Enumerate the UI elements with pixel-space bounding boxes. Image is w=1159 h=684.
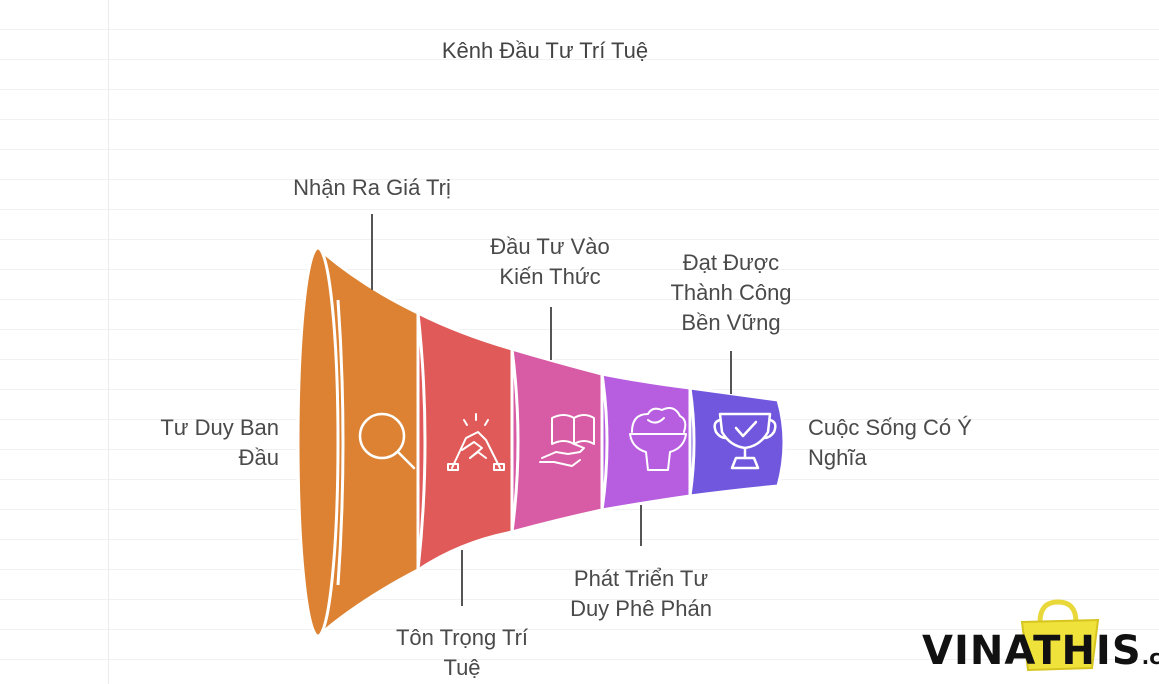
handshake-icon bbox=[447, 413, 505, 471]
stage-label-3: Đầu Tư Vào Kiến Thức bbox=[490, 234, 610, 289]
stage-label-1: Nhận Ra Giá Trị bbox=[293, 175, 451, 200]
diagram-title: Kênh Đầu Tư Trí Tuệ bbox=[441, 38, 649, 63]
segment-curve-5 bbox=[688, 387, 696, 497]
segment-curve-4 bbox=[600, 373, 609, 511]
margin-line bbox=[108, 0, 109, 684]
funnel-segment-5 bbox=[688, 386, 786, 498]
trophy-icon bbox=[713, 412, 777, 470]
shopping-bag-icon bbox=[1020, 599, 1100, 672]
stage-label-5: Đạt Được Thành Công Bền Vững bbox=[670, 250, 792, 335]
funnel-mouth bbox=[296, 246, 340, 638]
logo-main-text: VINATHIS bbox=[922, 628, 1142, 674]
vinathis-logo: VINATHIS.com bbox=[922, 596, 1159, 676]
segment-curve-1 bbox=[336, 299, 345, 586]
logo-text: VINATHIS.com bbox=[922, 628, 1159, 674]
funnel-segment-4 bbox=[600, 372, 692, 512]
input-label: Tư Duy Ban Đầu bbox=[160, 415, 279, 470]
stage-label-2: Tôn Trọng Trí Tuệ bbox=[395, 625, 529, 680]
magnifier-icon bbox=[358, 412, 416, 470]
brain-bowl-icon bbox=[629, 407, 687, 471]
book-hand-icon bbox=[539, 414, 595, 467]
funnel-segment-3 bbox=[510, 346, 604, 534]
segment-curve-3 bbox=[510, 348, 520, 533]
stage-label-4: Phát Triển Tư Duy Phê Phán bbox=[570, 566, 712, 621]
logo-suffix-text: .com bbox=[1141, 645, 1159, 669]
segment-curve-2 bbox=[416, 312, 427, 571]
output-label: Cuộc Sống Có Ý Nghĩa bbox=[808, 415, 972, 470]
